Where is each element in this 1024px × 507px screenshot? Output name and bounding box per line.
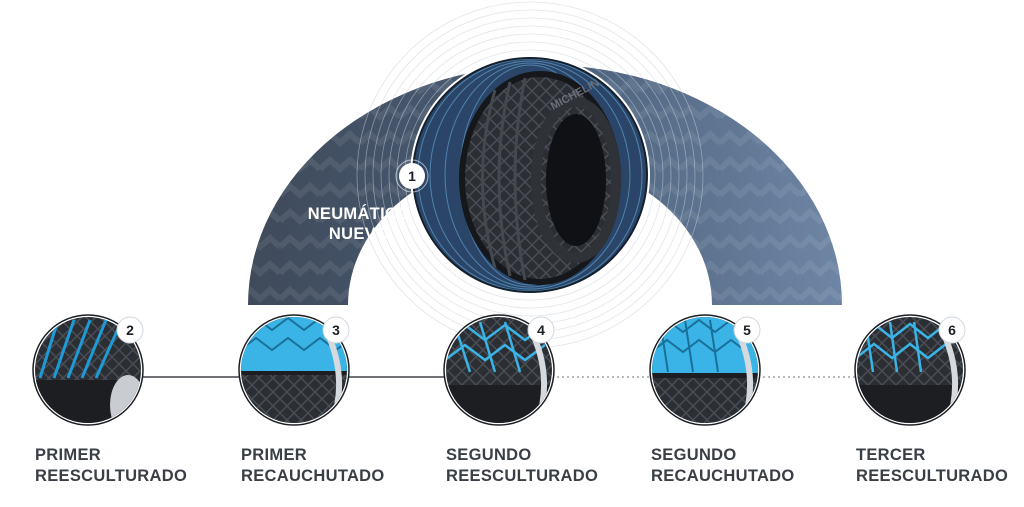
stage-1-label: PRIMER REESCULTURADO: [35, 445, 187, 487]
stage-4-tyre: 5: [649, 314, 761, 426]
stage-3-label-line1: SEGUNDO: [446, 446, 532, 464]
stage-2-number: 3: [332, 322, 340, 338]
stage-3-number: 4: [537, 322, 545, 338]
stage-1-number: 2: [126, 322, 134, 338]
main-number-badge: 1: [395, 159, 429, 193]
stage-5-label: TERCER REESCULTURADO: [856, 445, 1008, 487]
main-label-line1: NEUMÁTICO: [307, 205, 411, 223]
stage-1-label-line1: PRIMER: [35, 446, 101, 464]
stage-3-label-line2: REESCULTURADO: [446, 467, 599, 485]
main-label-line2: NUEVO: [328, 225, 390, 243]
main-number: 1: [408, 168, 416, 184]
stage-1-tyre: 2: [32, 314, 144, 426]
stage-4-label-line2: RECAUCHUTADO: [651, 467, 795, 485]
stage-5-number: 6: [948, 322, 956, 338]
stage-2-label: PRIMER RECAUCHUTADO: [241, 445, 385, 487]
stage-3-tyre: 4: [443, 314, 555, 426]
stage-5-label-line1: TERCER: [856, 446, 926, 464]
main-label: NEUMÁTICO NUEVO: [300, 204, 418, 244]
stage-3-label: SEGUNDO REESCULTURADO: [446, 445, 598, 487]
stage-4-number: 5: [743, 322, 751, 338]
stage-2-label-line1: PRIMER: [241, 446, 307, 464]
stage-1-label-line2: REESCULTURADO: [35, 467, 188, 485]
ripple-rings: [356, 1, 704, 349]
arc-band: [248, 65, 842, 305]
new-tyre-image: MICHELIN: [410, 55, 650, 295]
stage-4-label: SEGUNDO RECAUCHUTADO: [651, 445, 795, 487]
stage-4-label-line1: SEGUNDO: [651, 446, 737, 464]
stage-5-tyre: 6: [854, 314, 966, 426]
stage-2-tyre: 3: [238, 314, 350, 426]
stage-2-label-line2: RECAUCHUTADO: [241, 467, 385, 485]
stage-5-label-line2: REESCULTURADO: [856, 467, 1009, 485]
